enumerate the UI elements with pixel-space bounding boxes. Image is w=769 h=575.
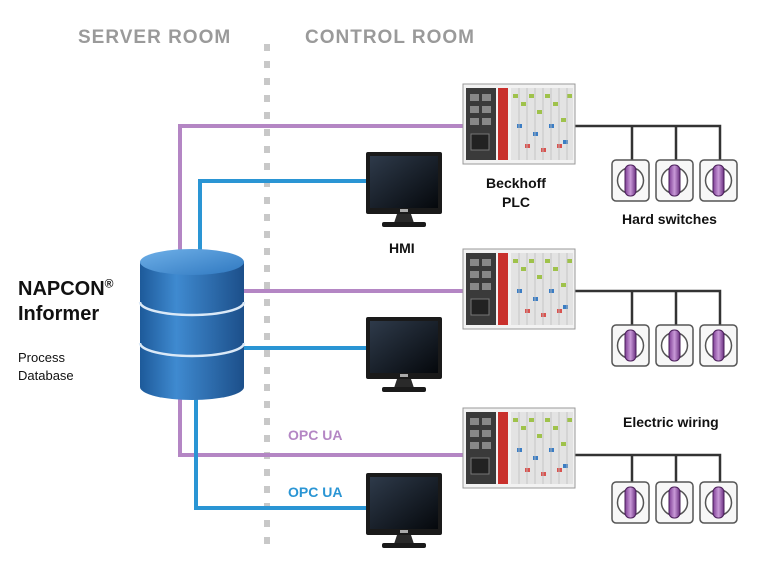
hard-switch-icon (699, 481, 738, 524)
hard-switch-icon (655, 481, 694, 524)
opc-ua-purple-label: OPC UA (288, 427, 343, 443)
purple-opc-ua-links (178, 124, 470, 457)
electric-wiring (575, 124, 722, 485)
hard-switch-icon (655, 324, 694, 367)
blue-opc-ua-links (194, 179, 366, 510)
hmi-monitor-icon (366, 473, 442, 548)
hard-switch-icon (611, 481, 650, 524)
hard-switches-label: Hard switches (622, 211, 717, 227)
hard-switch-icon (611, 324, 650, 367)
plc-unit-icon (462, 407, 576, 489)
hard-switch-icon (655, 159, 694, 202)
registered-mark: ® (104, 276, 114, 291)
hard-switch-icon (699, 159, 738, 202)
hard-switch-icon (611, 159, 650, 202)
hard-switch-icon (699, 324, 738, 367)
hmi-label: HMI (389, 240, 415, 256)
database-name-line2: Informer (18, 303, 100, 325)
database-sub-line2: Database (18, 368, 74, 383)
server-room-title: SERVER ROOM (78, 27, 232, 48)
plc-label-line2: PLC (502, 194, 530, 210)
database-name: NAPCON® (18, 277, 114, 301)
database-cylinder-icon (138, 249, 246, 400)
opc-ua-blue-label: OPC UA (288, 484, 343, 500)
hmi-monitor-icon (366, 317, 442, 392)
hmi-monitor-icon (366, 152, 442, 227)
plc-unit-icon (462, 248, 576, 330)
control-room-title: CONTROL ROOM (305, 27, 475, 48)
database-name-text: NAPCON (18, 278, 105, 300)
electric-wiring-label: Electric wiring (623, 414, 719, 430)
plc-label-line1: Beckhoff (486, 175, 546, 191)
plc-unit-icon (462, 83, 576, 165)
database-sub-line1: Process (18, 350, 65, 365)
